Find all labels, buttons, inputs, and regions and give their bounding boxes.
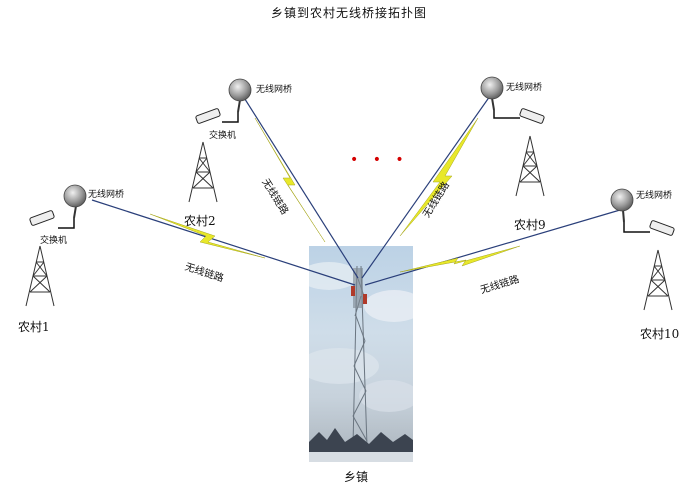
bridge-label: 无线网桥 [636, 191, 673, 201]
diagram-title: 乡镇到农村无线桥接拓扑图 [270, 6, 427, 20]
switch-icon [623, 220, 675, 236]
link-line-village1 [91, 199, 356, 286]
switch-label: 交换机 [209, 131, 237, 141]
link-line-village9 [361, 95, 491, 279]
village-label: 农村1 [18, 320, 50, 334]
lightning-icon [254, 117, 326, 243]
village-tower-icon [188, 141, 218, 203]
switch-icon [195, 108, 239, 124]
village-label: 农村9 [514, 218, 546, 232]
switch-icon [29, 210, 75, 229]
town-label: 乡镇 [344, 470, 369, 484]
village-label: 农村2 [184, 214, 216, 228]
wireless-bridge-icon [480, 76, 504, 111]
more-villages-ellipsis: • • • [350, 152, 409, 168]
switch-icon [493, 108, 545, 124]
bridge-label: 无线网桥 [88, 190, 125, 200]
village-tower-icon [643, 249, 673, 311]
wireless-bridge-icon [63, 184, 87, 219]
village-tower-icon [515, 135, 545, 197]
link-line-village2 [242, 95, 359, 279]
switch-label: 交换机 [40, 236, 68, 246]
bridge-label: 无线网桥 [506, 83, 543, 93]
lightning-icon [399, 245, 521, 273]
town-tower-photo [309, 246, 413, 462]
lightning-icon [149, 213, 266, 259]
village-label: 农村10 [640, 327, 680, 341]
link-line-village10 [364, 209, 621, 286]
village-tower-icon [25, 245, 55, 307]
bridge-label: 无线网桥 [256, 85, 293, 95]
wireless-bridge-icon [228, 78, 252, 113]
lightning-icon [399, 117, 479, 237]
wireless-bridge-icon [610, 188, 634, 223]
